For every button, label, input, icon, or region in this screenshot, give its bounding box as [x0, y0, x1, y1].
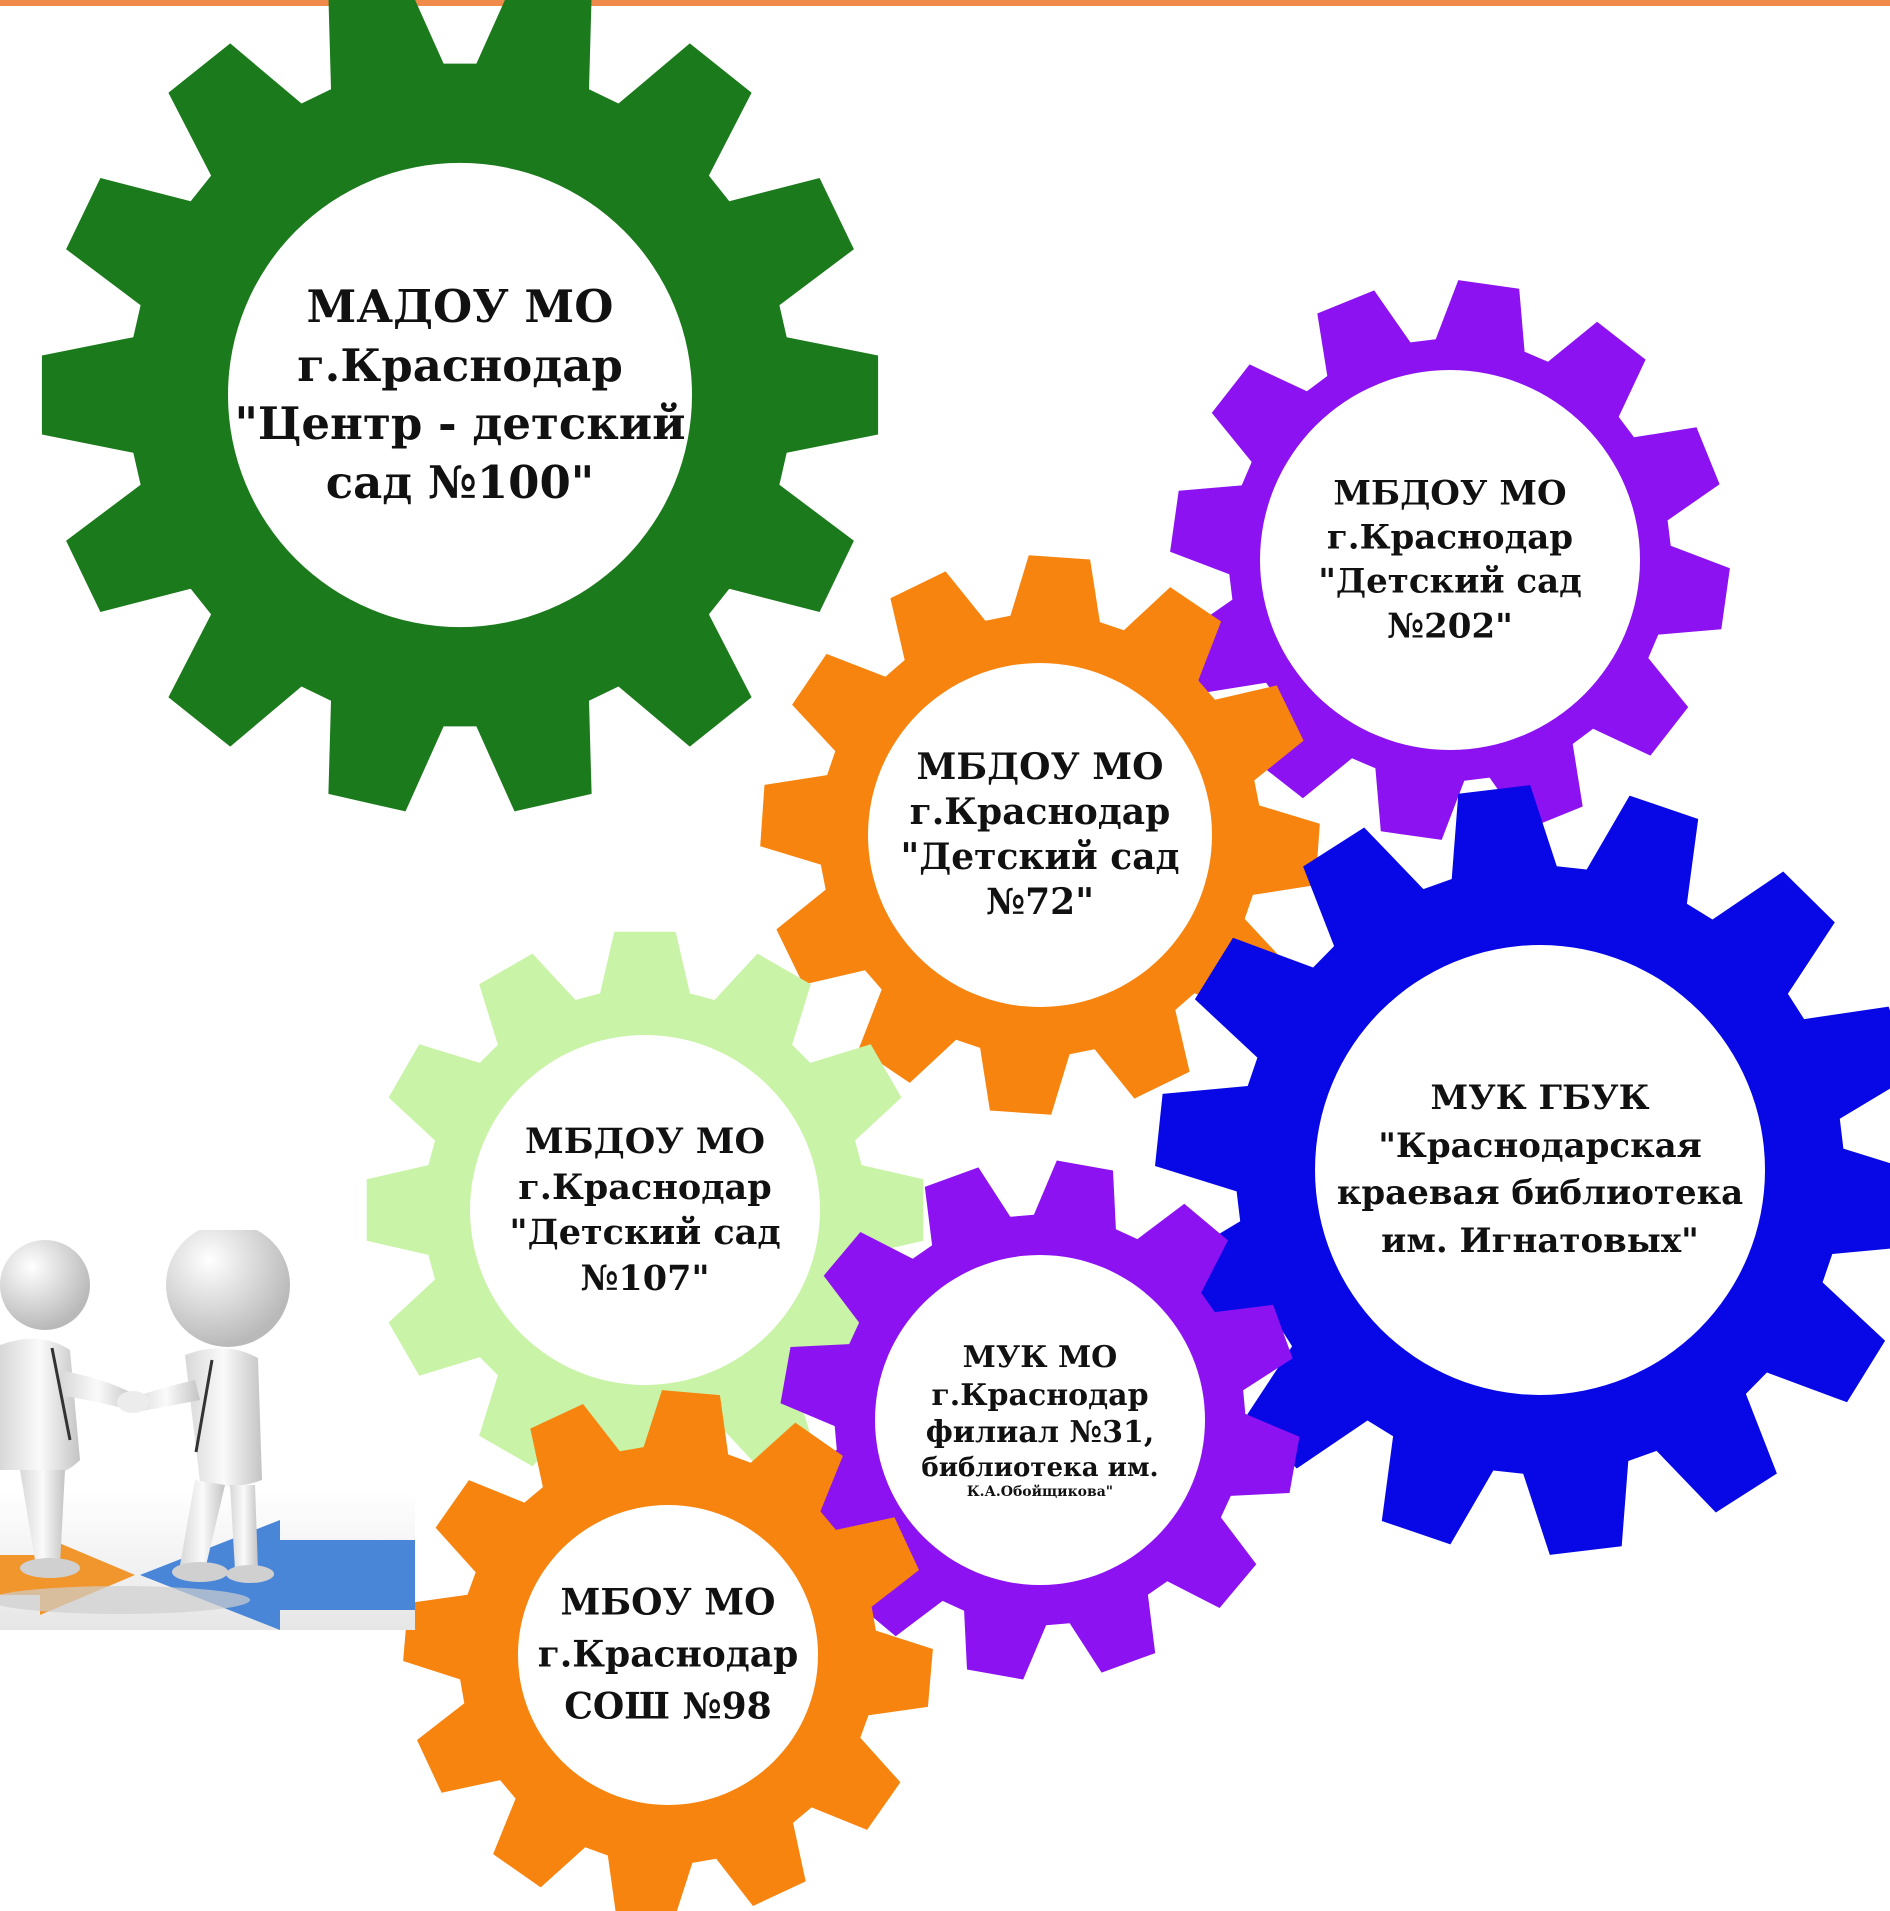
gear-label-line: г.Краснодар	[931, 1377, 1149, 1413]
gear-label-muk-gbuk: МУК ГБУК "Краснодарская краевая библиотека…	[1337, 1075, 1743, 1265]
gear-label-line: "Детский сад	[509, 1212, 781, 1253]
gear-label-line: "Детский сад	[900, 836, 1180, 878]
gear-label-line: №107"	[580, 1257, 710, 1299]
gear-label-line: МБДОУ МО	[1333, 473, 1567, 514]
gear-label-line: "Центр - детский	[234, 397, 686, 450]
gear-label-line: г.Краснодар	[518, 1166, 772, 1208]
handshake-people-icon	[0, 1230, 415, 1630]
gear-label-line: библиотека им.	[921, 1452, 1159, 1483]
gear-label-line: МУК МО	[962, 1339, 1118, 1375]
gear-label-line: "Краснодарская	[1378, 1125, 1702, 1166]
gear-label-line: СОШ №98	[564, 1686, 772, 1729]
gear-label-line: "Детский сад	[1318, 562, 1582, 602]
gear-mbou-98	[403, 1390, 933, 1911]
gear-label-line: г.Краснодар	[297, 338, 623, 392]
gear-mbdou-72	[760, 555, 1320, 1115]
gear-label-line: г.Краснодар	[537, 1633, 799, 1676]
gear-muk-31	[780, 1160, 1300, 1680]
gear-label-line: г.Краснодар	[1326, 517, 1574, 558]
gear-label-line: МБОУ МО	[560, 1581, 776, 1624]
gear-label-line: №202"	[1387, 606, 1513, 647]
gear-label-line: МБДОУ МО	[916, 746, 1164, 788]
gear-label-line: сад №100"	[325, 455, 595, 509]
gear-label-line: филиал №31,	[925, 1414, 1155, 1450]
gear-madou-100	[41, 0, 879, 812]
gear-muk-gbuk	[1155, 785, 1890, 1555]
gear-label-line: г.Краснодар	[909, 791, 1171, 833]
gear-label-line: МБДОУ МО	[524, 1121, 766, 1162]
gear-label-line: МАДОУ МО	[306, 280, 614, 333]
gear-label-line: К.А.Обойщикова"	[966, 1483, 1114, 1500]
gear-label-line: МУК ГБУК	[1430, 1077, 1650, 1118]
gear-mbdou-107	[366, 931, 924, 1489]
top-accent-line	[0, 0, 1890, 6]
gear-label-line: краевая библиотека	[1336, 1173, 1744, 1213]
gear-mbdou-202	[1170, 280, 1730, 840]
gear-label-line: им. Игнатовых"	[1381, 1220, 1699, 1261]
gear-label-line: №72"	[986, 881, 1094, 923]
